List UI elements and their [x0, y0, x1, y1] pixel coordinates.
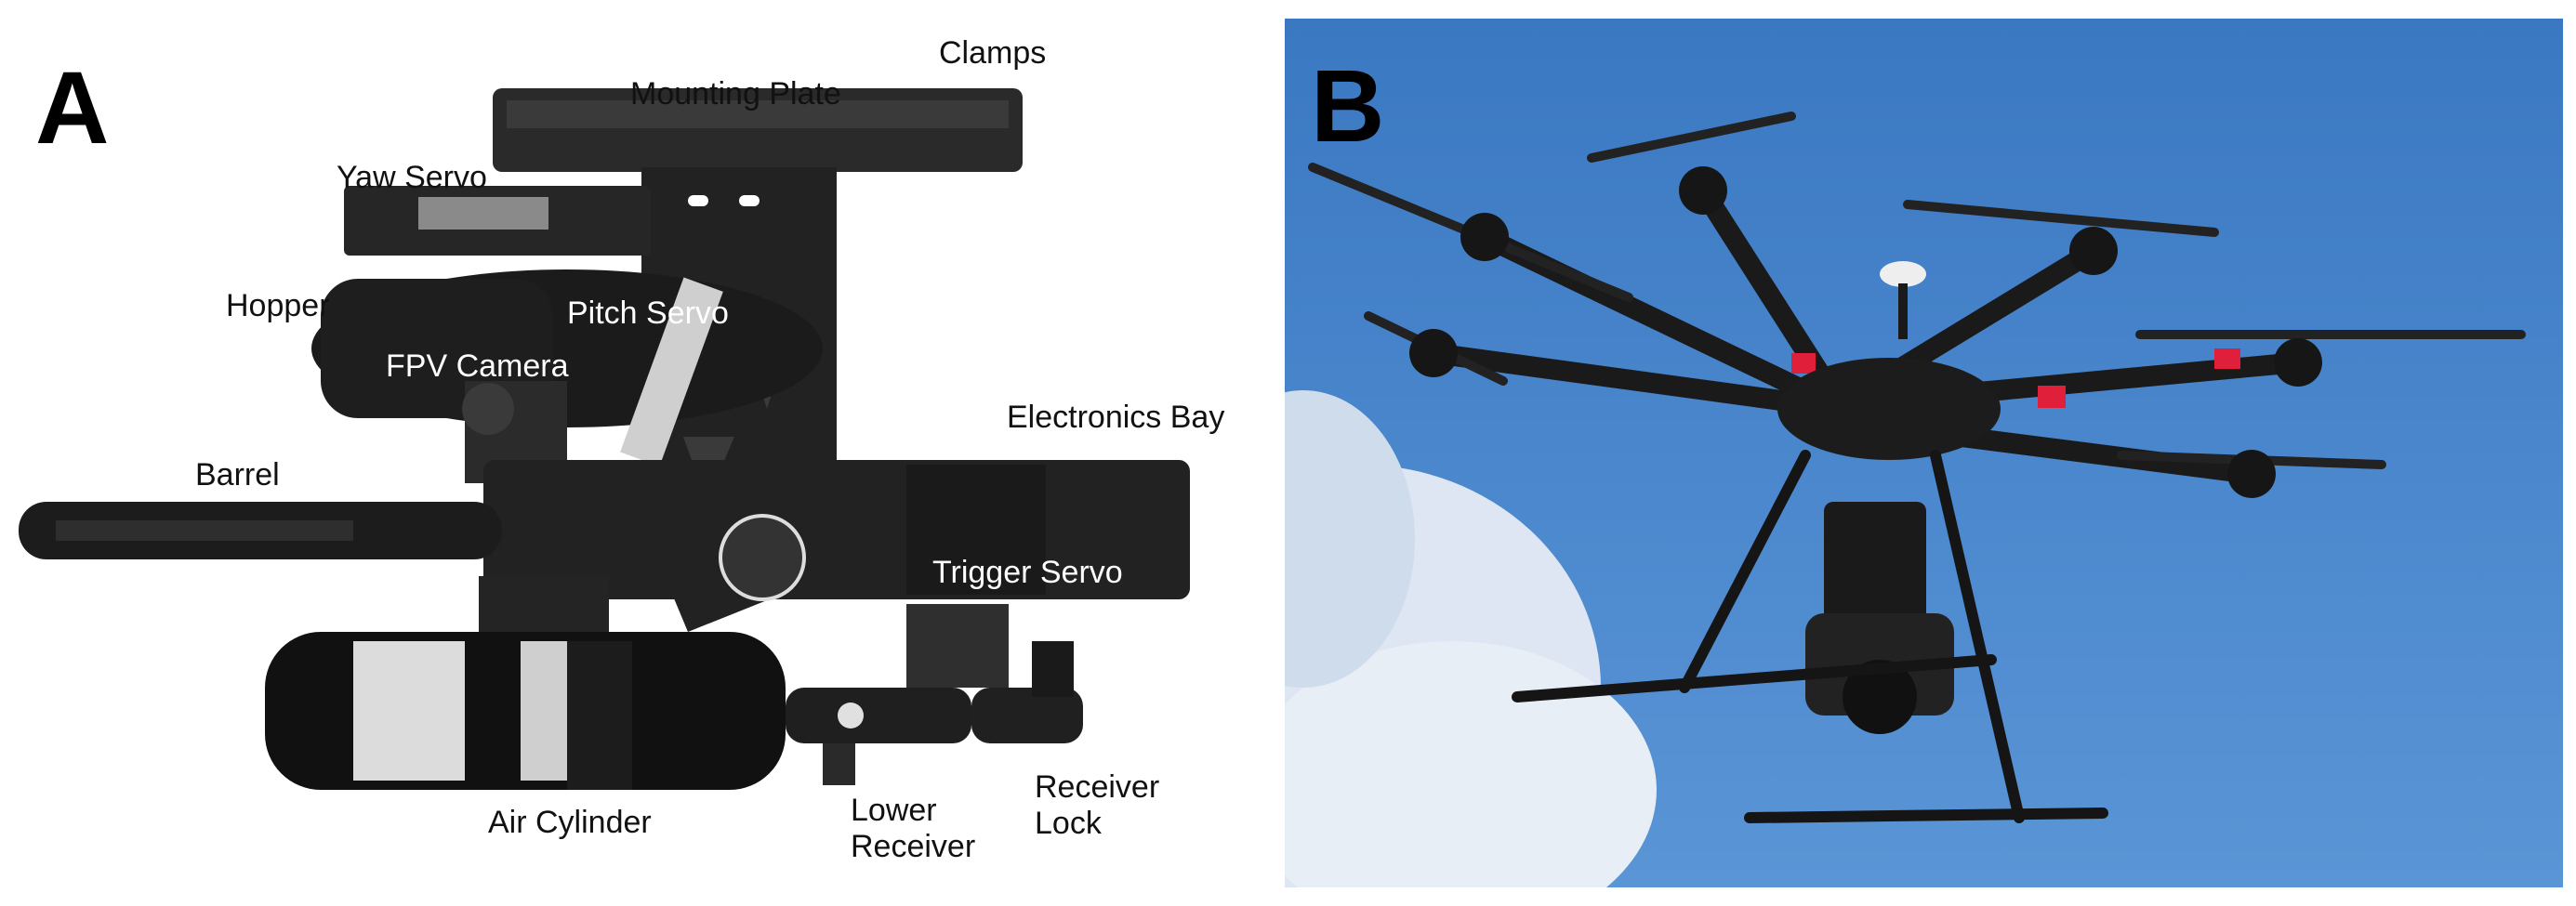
label-receiver-lock-line1: Receiver — [1035, 769, 1160, 805]
label-lower-receiver-line1: Lower — [851, 793, 937, 828]
marker-photo — [19, 88, 1190, 790]
label-pitch-servo: Pitch Servo — [567, 295, 729, 331]
label-air-cylinder: Air Cylinder — [488, 805, 652, 840]
label-receiver-lock: Receiver Lock — [1035, 769, 1159, 842]
panel-label-b: B — [1311, 49, 1385, 164]
label-clamps: Clamps — [939, 35, 1047, 71]
label-barrel: Barrel — [195, 457, 280, 492]
label-mounting-plate: Mounting Plate — [630, 76, 841, 112]
drone-photo — [1285, 19, 2563, 887]
panel-label-a: A — [35, 51, 110, 165]
label-trigger-servo: Trigger Servo — [932, 555, 1123, 590]
label-fpv-camera: FPV Camera — [386, 348, 569, 384]
label-electronics-bay: Electronics Bay — [1007, 400, 1225, 435]
label-receiver-lock-line2: Lock — [1035, 806, 1102, 842]
label-yaw-servo: Yaw Servo — [337, 160, 487, 195]
label-lower-receiver: Lower Receiver — [851, 793, 975, 865]
label-hopper: Hopper — [226, 288, 330, 323]
label-lower-receiver-line2: Receiver — [851, 829, 976, 865]
